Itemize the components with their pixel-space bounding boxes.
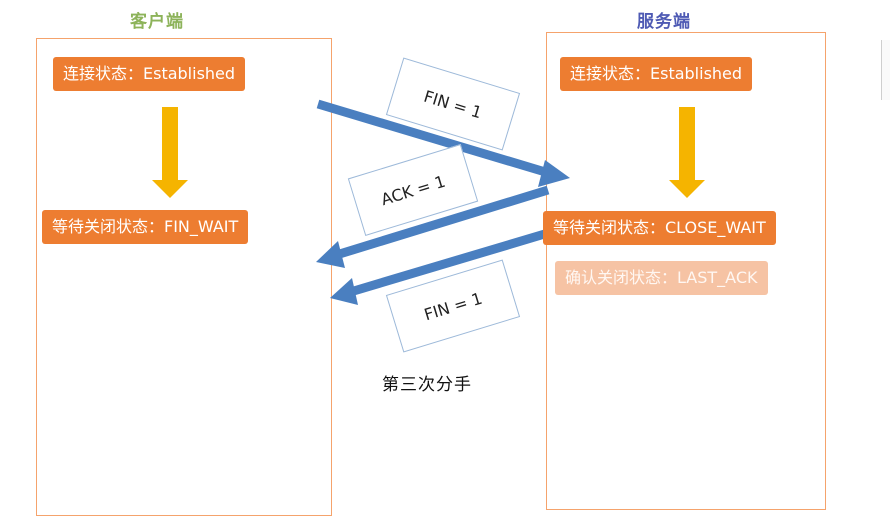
message-fin-2-label: FIN = 1 [421,288,485,324]
server-state-established: 连接状态：Established [560,57,753,91]
client-state-fin-wait: 等待关闭状态：FIN_WAIT [42,210,249,244]
client-panel [36,38,332,516]
client-title: 客户端 [130,12,184,32]
ack-arrow-server-to-client [316,185,550,268]
server-state-close-wait: 等待关闭状态：CLOSE_WAIT [543,211,776,245]
server-state-last-ack: 确认关闭状态：LAST_ACK [555,261,768,295]
diagram-caption: 第三次分手 [382,375,472,395]
fin-arrow-server-to-client [330,228,550,305]
fin-arrow-client-to-server [316,99,570,187]
client-down-arrow [152,107,188,198]
window-edge [881,40,890,100]
server-title: 服务端 [637,12,691,32]
message-ack-1-label: ACK = 1 [378,171,448,209]
client-state-established: 连接状态：Established [53,57,246,91]
message-fin-1-label: FIN = 1 [421,86,485,122]
server-down-arrow [669,107,705,198]
